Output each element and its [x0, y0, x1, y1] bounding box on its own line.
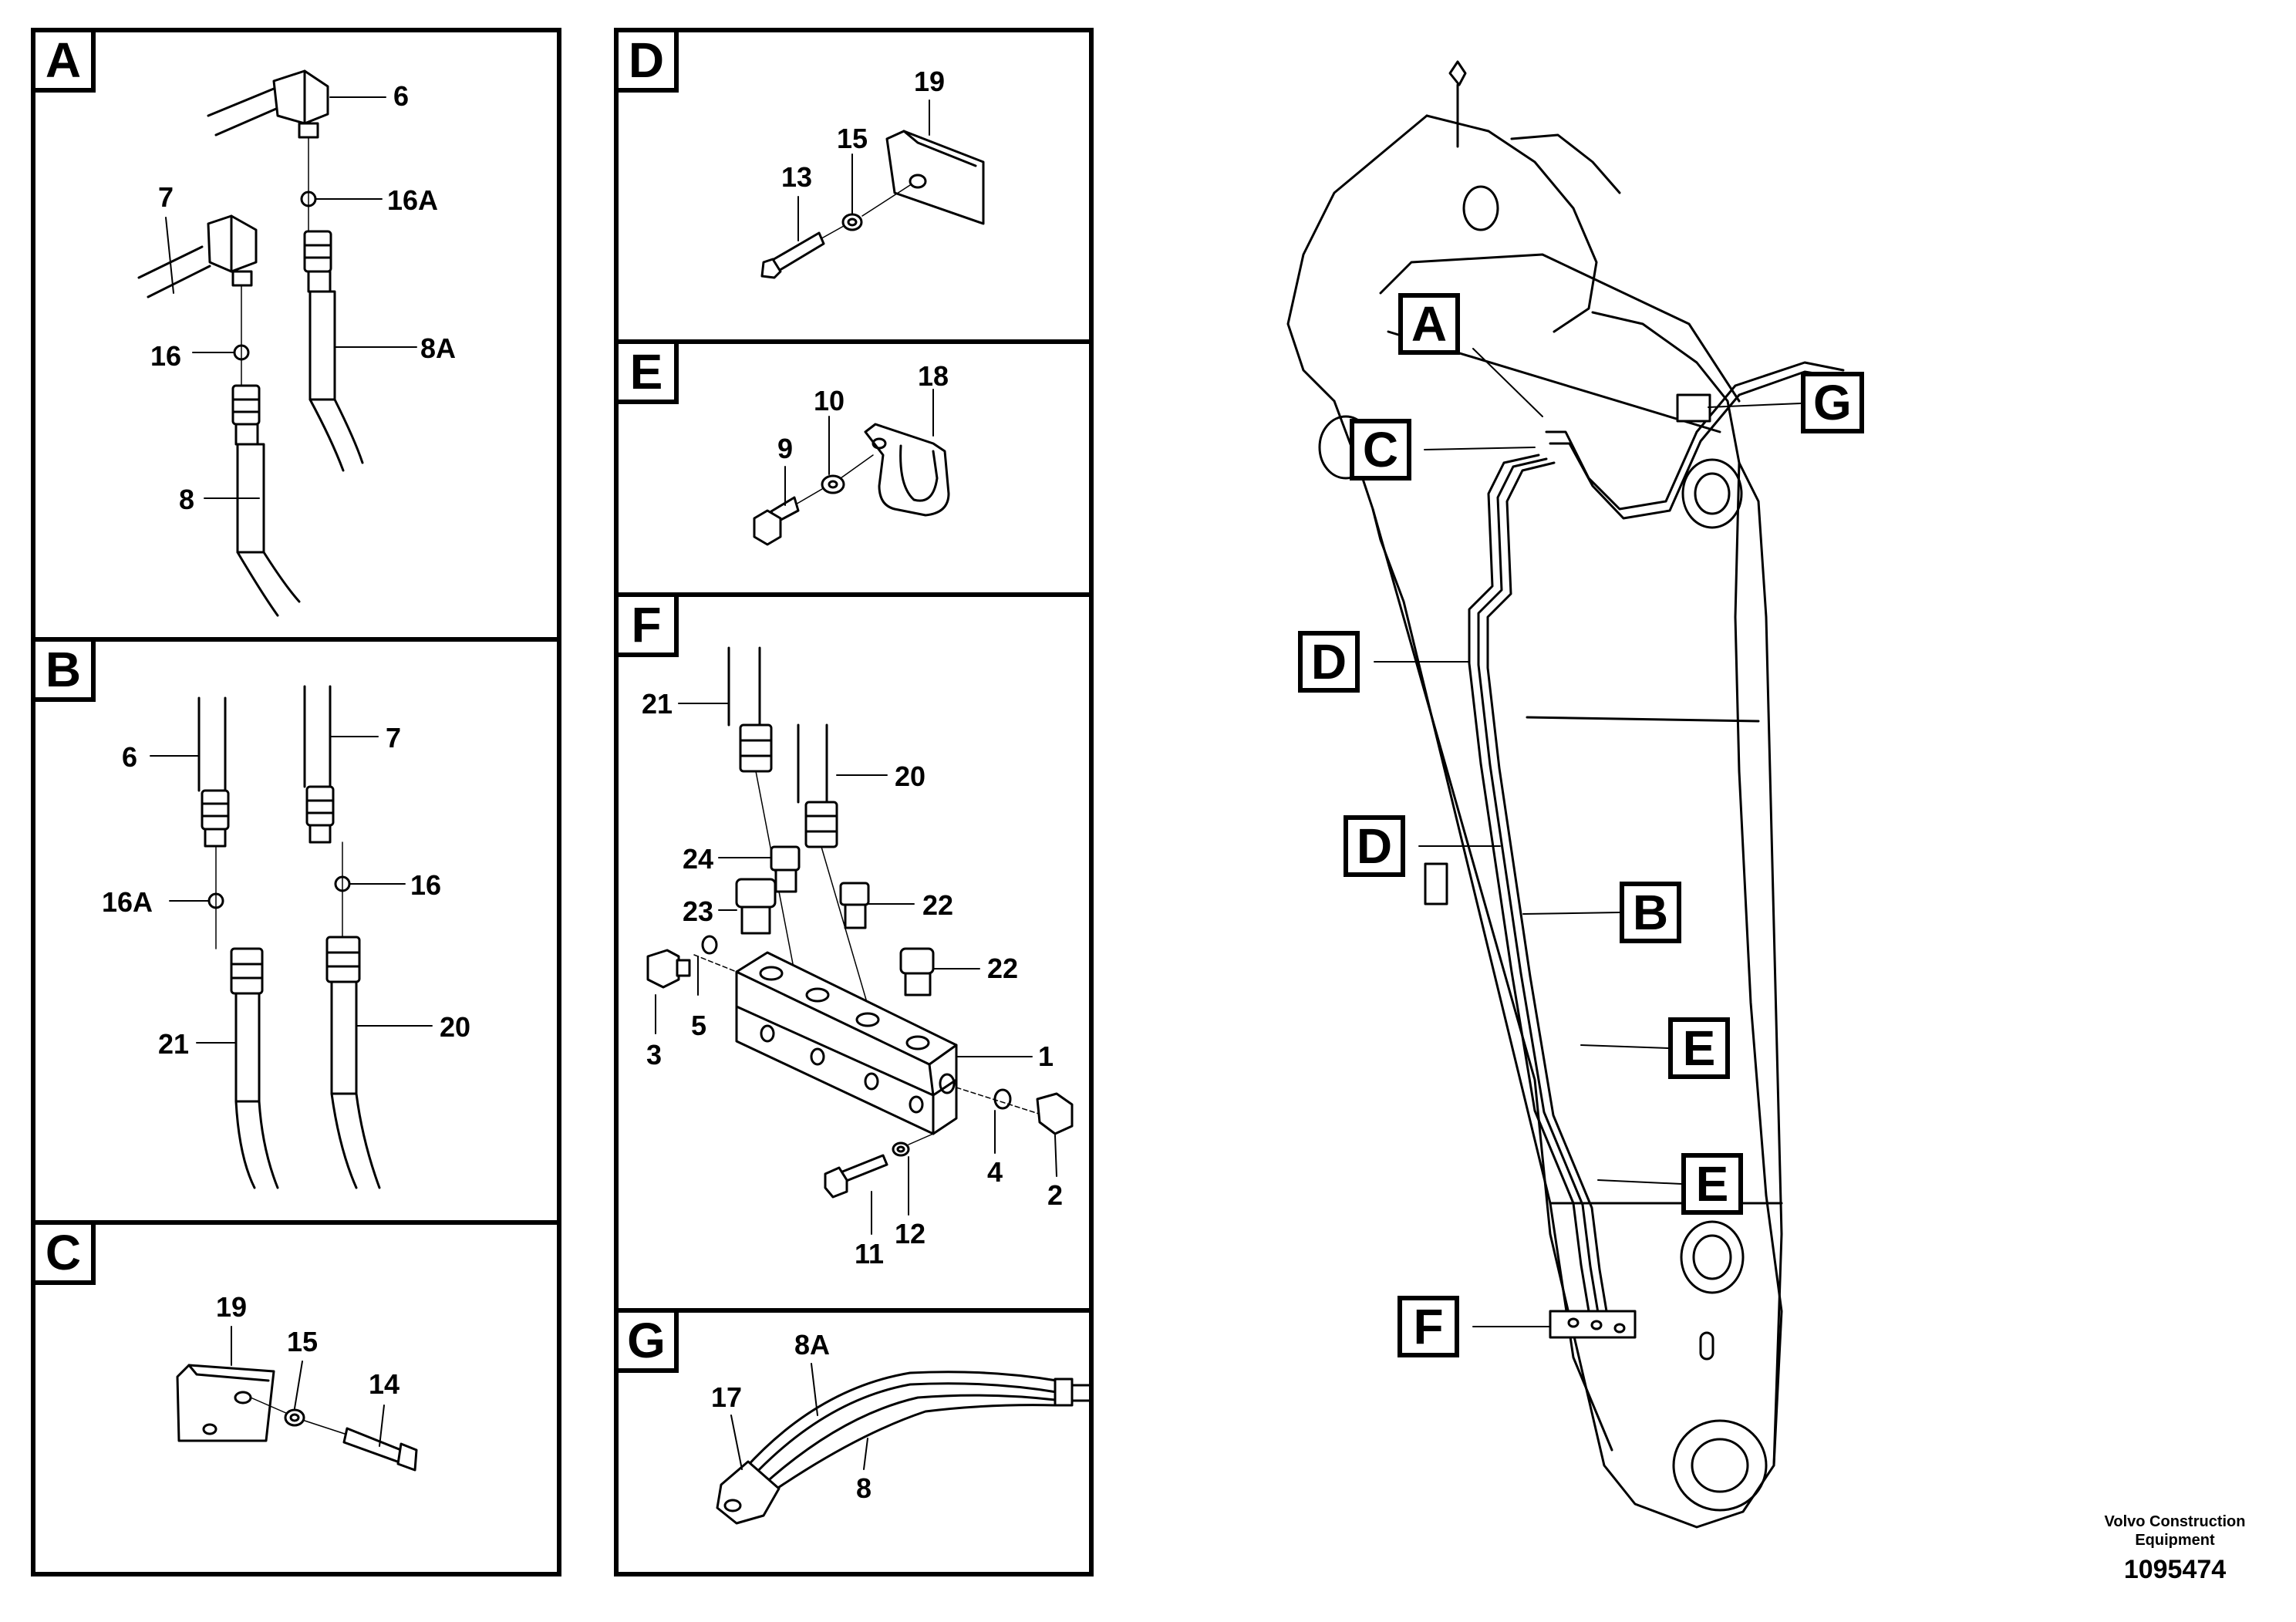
part-label-5: 5 — [691, 1010, 707, 1041]
panel-a-drawing — [137, 69, 417, 617]
panel-b-letter: B — [31, 637, 96, 702]
panel-d-letter: D — [614, 28, 679, 93]
part-label-7: 7 — [158, 181, 174, 213]
panel-f: F — [614, 592, 1094, 1313]
part-label-19: 19 — [216, 1291, 248, 1323]
panel-g-drawing — [716, 1363, 1094, 1525]
panel-d-drawing — [760, 99, 985, 279]
part-label-16a: 16A — [387, 184, 439, 216]
part-label-8: 8 — [856, 1472, 872, 1504]
part-label-20: 20 — [440, 1011, 471, 1043]
part-label-11: 11 — [855, 1238, 885, 1270]
panel-f-letter: F — [614, 592, 679, 657]
part-label-14: 14 — [369, 1368, 400, 1400]
callout-g: G — [1801, 372, 1864, 433]
callout-b: B — [1620, 882, 1681, 943]
callout-c: C — [1350, 419, 1411, 481]
part-label-9: 9 — [777, 433, 794, 464]
part-label-18: 18 — [918, 360, 949, 392]
panel-g: G — [614, 1308, 1094, 1576]
part-label-6: 6 — [122, 741, 138, 773]
part-label-22: 22 — [922, 889, 954, 921]
part-label-15: 15 — [837, 123, 868, 154]
panel-b-drawing — [150, 685, 433, 1189]
part-label-3: 3 — [646, 1039, 663, 1071]
part-label-16: 16 — [410, 869, 442, 901]
part-label-8a: 8A — [794, 1329, 831, 1361]
panel-c-drawing — [176, 1326, 418, 1472]
panel-a: A — [31, 28, 561, 642]
part-label-20: 20 — [895, 760, 926, 792]
callout-f: F — [1397, 1296, 1459, 1357]
part-label-10: 10 — [814, 385, 845, 416]
company-name-line2: Equipment — [2135, 1532, 2215, 1549]
callout-d-lower: D — [1344, 815, 1405, 877]
part-label-16a: 16A — [102, 886, 153, 918]
panel-e: E — [614, 339, 1094, 597]
callout-e-upper: E — [1668, 1017, 1730, 1079]
part-label-1: 1 — [1038, 1040, 1054, 1072]
panel-c-letter: C — [31, 1220, 96, 1285]
panel-e-letter: E — [614, 339, 679, 404]
part-label-2: 2 — [1047, 1179, 1064, 1211]
part-label-7: 7 — [386, 722, 402, 754]
panel-g-letter: G — [614, 1308, 679, 1373]
panel-e-drawing — [753, 389, 950, 546]
callout-a: A — [1398, 293, 1460, 355]
panel-c: C — [31, 1220, 561, 1576]
part-label-8a: 8A — [420, 332, 457, 364]
part-label-21: 21 — [642, 688, 673, 720]
part-label-8: 8 — [179, 484, 195, 515]
part-label-16: 16 — [150, 340, 182, 372]
part-label-4: 4 — [987, 1156, 1003, 1188]
company-name-line1: Volvo Construction — [2104, 1513, 2246, 1530]
panel-a-letter: A — [31, 28, 96, 93]
part-label-12: 12 — [895, 1218, 926, 1249]
panel-f-drawing — [646, 646, 1074, 1235]
part-label-13: 13 — [781, 161, 813, 193]
panel-d: D — [614, 28, 1094, 344]
callout-e-lower: E — [1681, 1153, 1743, 1215]
part-label-23: 23 — [683, 895, 714, 927]
part-label-15: 15 — [287, 1326, 319, 1357]
part-label-24: 24 — [683, 843, 714, 875]
part-label-6: 6 — [393, 80, 410, 112]
part-label-21: 21 — [158, 1028, 190, 1060]
callout-d-upper: D — [1298, 631, 1360, 693]
panel-b: B — [31, 637, 561, 1225]
drawing-number: 1095474 — [2123, 1555, 2227, 1584]
part-label-17: 17 — [711, 1381, 743, 1413]
part-label-19: 19 — [914, 66, 946, 97]
part-label-22: 22 — [987, 953, 1019, 984]
boom-drawing — [1286, 60, 1845, 1529]
